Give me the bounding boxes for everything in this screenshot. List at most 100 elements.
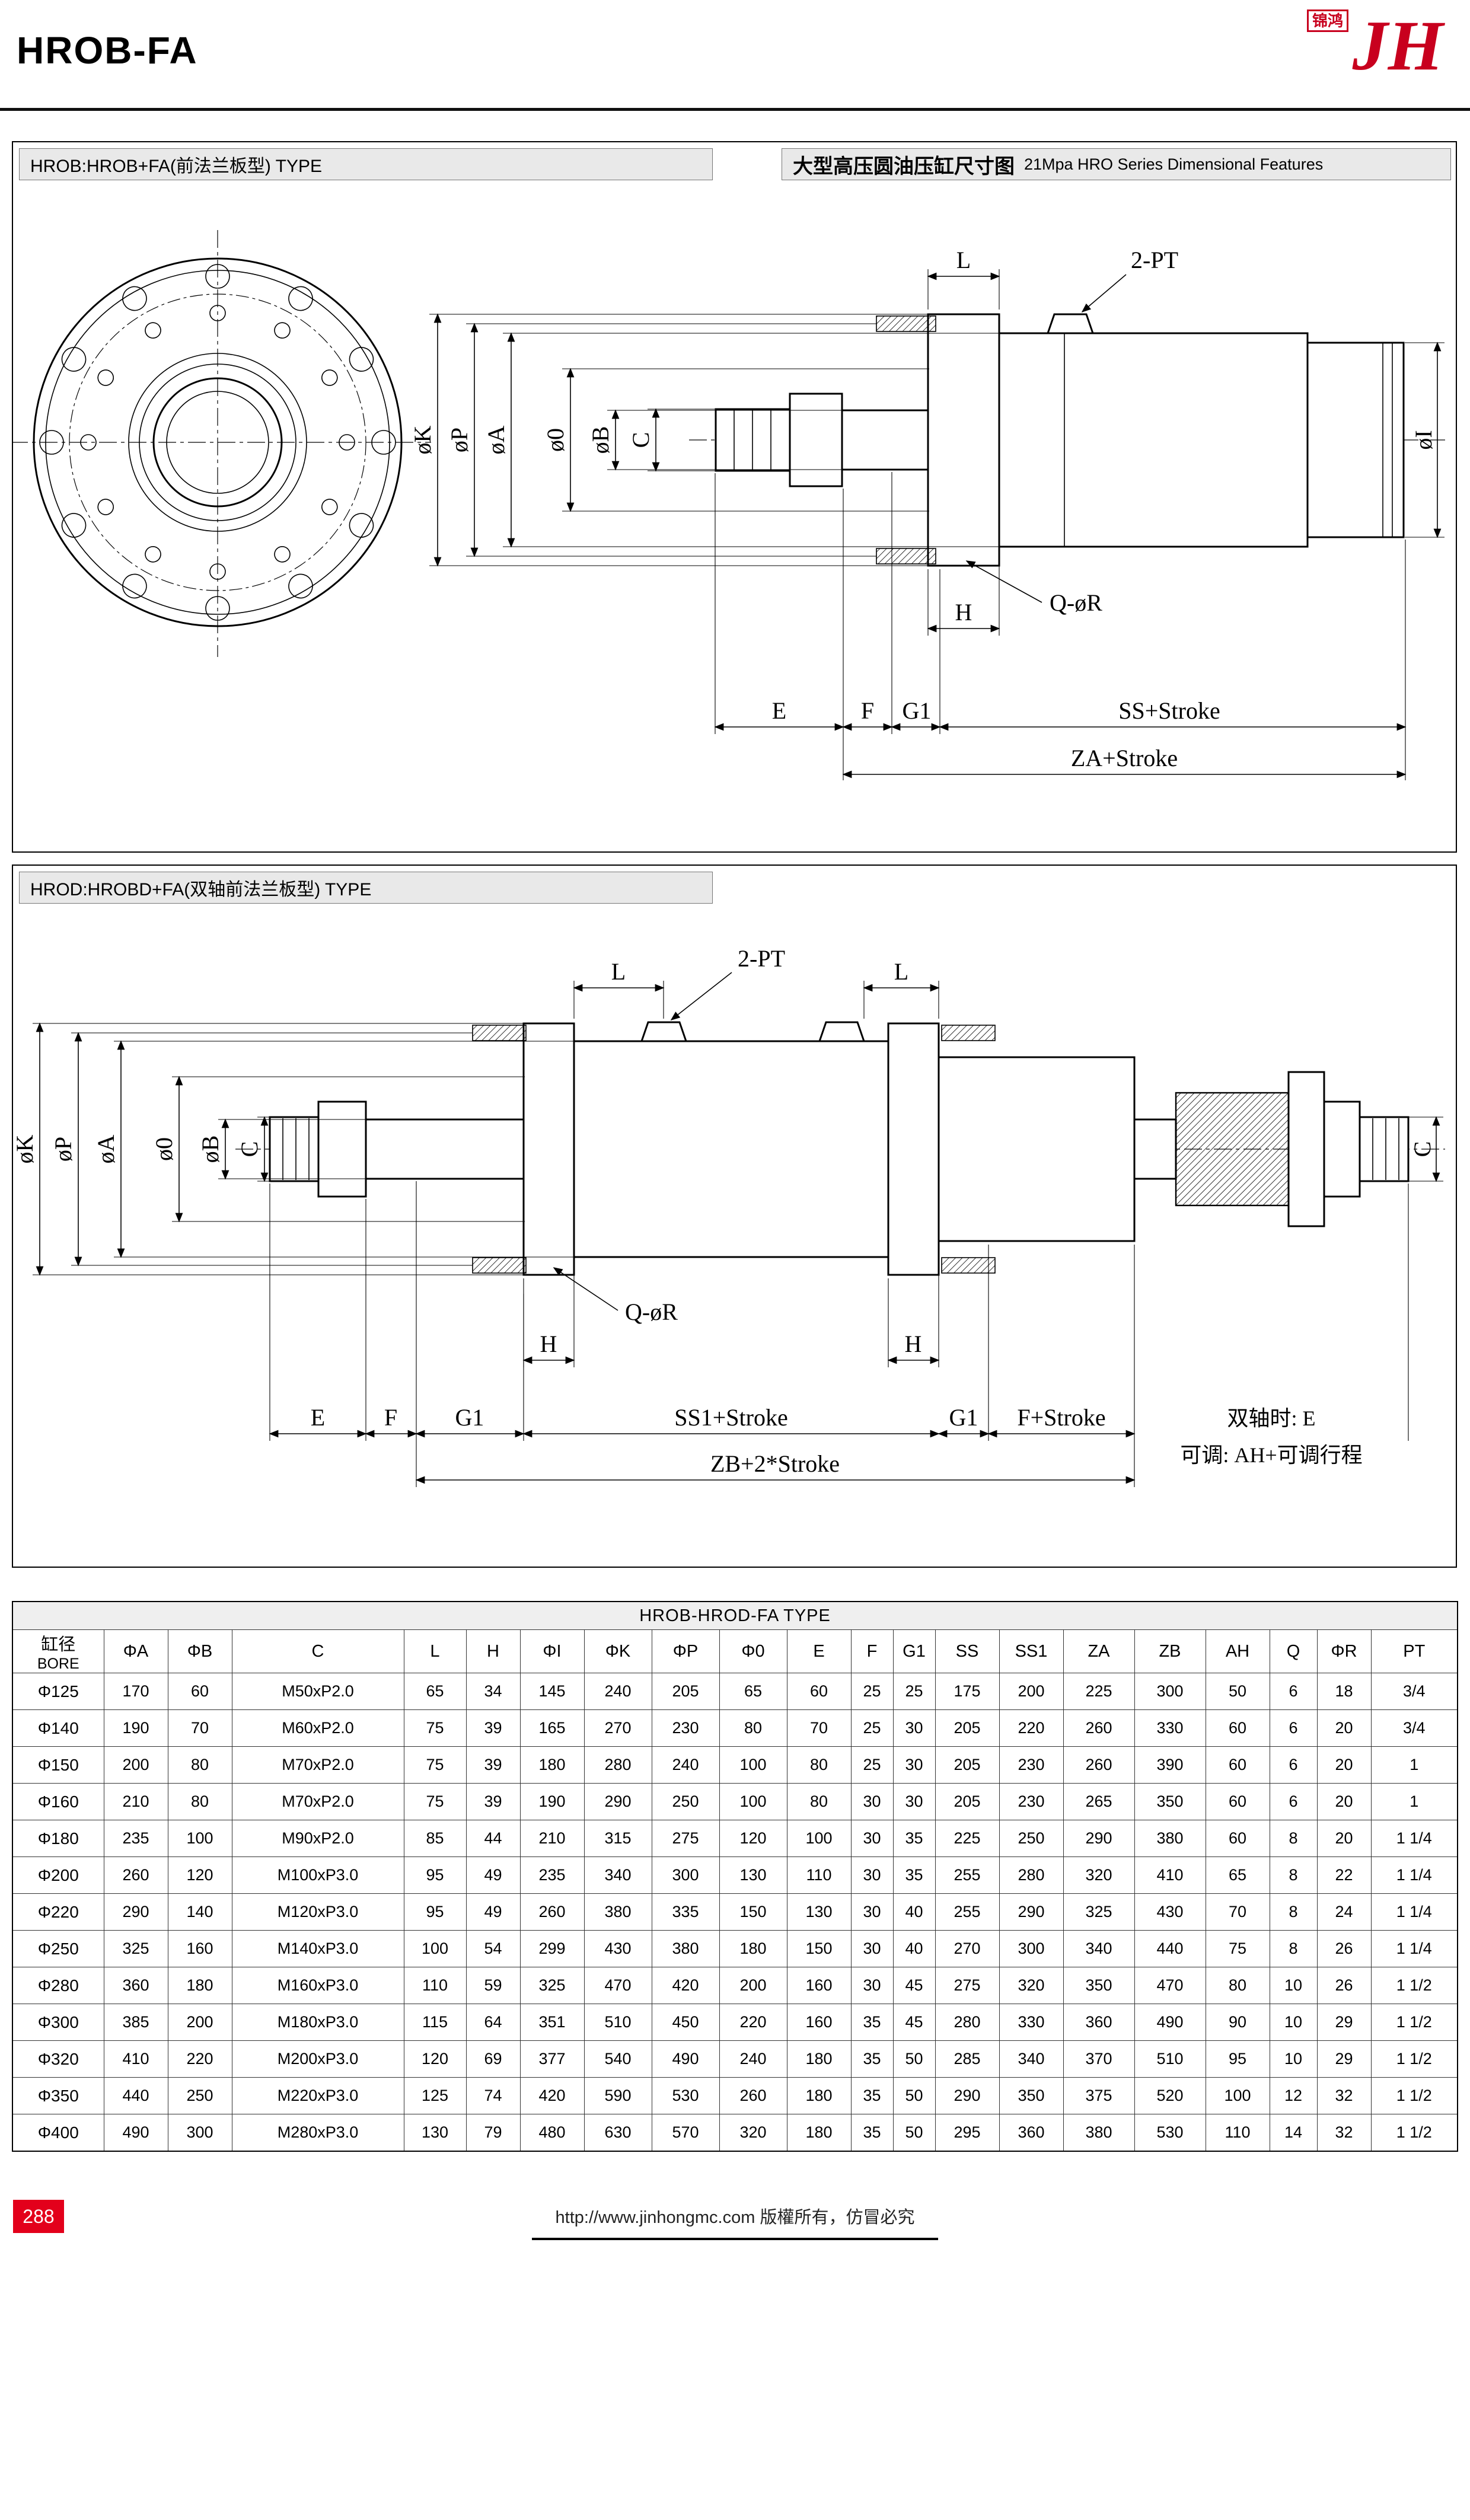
drawing-hrob-fa: øK øP øA ø0 øB C øI L 2-PT Q-øR <box>13 230 1445 780</box>
cell-value: 350 <box>1134 1783 1206 1820</box>
cell-value: M180xP3.0 <box>231 2004 404 2041</box>
bore-label-cn: 缸径 <box>41 1635 76 1654</box>
cell-bore: Φ350 <box>12 2077 104 2114</box>
front-flange-stud-bottom <box>472 1257 527 1274</box>
cell-value: 225 <box>1063 1673 1135 1710</box>
dim-label-QphiR: Q-øR <box>1050 589 1102 616</box>
cell-value: 490 <box>651 2040 720 2078</box>
cell-bore: Φ400 <box>12 2114 104 2152</box>
dim-label-phiP: øP <box>446 428 473 452</box>
cell-value: 44 <box>465 1820 521 1857</box>
column-header-6: ΦK <box>583 1629 652 1673</box>
cell-value: 470 <box>1134 1967 1206 2004</box>
cell-value: 300 <box>167 2114 232 2152</box>
cell-value: 25 <box>850 1709 894 1747</box>
oil-port-front <box>640 1021 688 1042</box>
cell-value: 410 <box>103 2040 168 2078</box>
cell-value: 35 <box>850 2040 894 2078</box>
column-header-1: ΦB <box>167 1629 232 1673</box>
cell-value: 32 <box>1316 2114 1372 2152</box>
brand-logo: 锦鸿 JH <box>1307 8 1443 97</box>
cell-value: 1 1/2 <box>1370 1967 1458 2004</box>
cell-value: 35 <box>892 1820 936 1857</box>
cell-value: 325 <box>103 1930 168 1967</box>
cell-value: M160xP3.0 <box>231 1967 404 2004</box>
cell-value: M50xP2.0 <box>231 1673 404 1710</box>
cell-value: 40 <box>892 1893 936 1931</box>
cell-value: 299 <box>519 1930 585 1967</box>
cell-value: 250 <box>651 1783 720 1820</box>
dim-label-phiA: øA <box>93 1134 119 1163</box>
cell-value: 270 <box>935 1930 1000 1967</box>
cell-value: 315 <box>583 1820 652 1857</box>
cell-value: 380 <box>583 1893 652 1931</box>
column-header-9: E <box>786 1629 852 1673</box>
cell-value: 110 <box>1205 2114 1270 2152</box>
section-hrod-fa: HROD:HROBD+FA(双轴前法兰板型) TYPE <box>12 865 1457 1568</box>
cell-value: 100 <box>1205 2077 1270 2114</box>
cell-value: 470 <box>583 1967 652 2004</box>
cell-value: 6 <box>1269 1746 1318 1784</box>
column-header-11: G1 <box>892 1629 936 1673</box>
cell-value: 30 <box>850 1783 894 1820</box>
dim-label-QphiR: Q-øR <box>625 1299 678 1325</box>
cell-value: 260 <box>1063 1709 1135 1747</box>
cell-value: 205 <box>935 1709 1000 1747</box>
cell-value: 230 <box>651 1709 720 1747</box>
cell-value: 260 <box>719 2077 787 2114</box>
cell-value: 1 <box>1370 1783 1458 1820</box>
cell-value: 39 <box>465 1746 521 1784</box>
cell-value: 45 <box>892 1967 936 2004</box>
cell-value: 10 <box>1269 2004 1318 2041</box>
column-header-3: L <box>403 1629 467 1673</box>
dim-label-F: F <box>384 1404 397 1431</box>
dim-label-C-left: C <box>236 1141 263 1157</box>
cell-value: 1 1/2 <box>1370 2077 1458 2114</box>
cell-value: 39 <box>465 1783 521 1820</box>
cell-value: 380 <box>651 1930 720 1967</box>
cell-value: 30 <box>850 1856 894 1894</box>
cell-value: 290 <box>583 1783 652 1820</box>
flange-stud-bottom <box>876 548 936 564</box>
column-header-18: ΦR <box>1316 1629 1372 1673</box>
dimensions-double: øK øP øA ø0 øB C C L 2-PT L <box>13 945 1443 1487</box>
page-number-badge: 288 <box>13 2200 64 2233</box>
dim-label-SS-stroke: SS+Stroke <box>1118 697 1220 724</box>
cell-value: 100 <box>786 1820 852 1857</box>
cell-value: 75 <box>1205 1930 1270 1967</box>
cell-value: 100 <box>719 1746 787 1784</box>
cell-value: M70xP2.0 <box>231 1746 404 1784</box>
cell-value: 35 <box>892 1856 936 1894</box>
cell-value: 49 <box>465 1856 521 1894</box>
cell-value: 8 <box>1269 1893 1318 1931</box>
cell-value: 175 <box>935 1673 1000 1710</box>
column-header-7: ΦP <box>651 1629 720 1673</box>
cell-value: 95 <box>403 1856 467 1894</box>
dim-label-E: E <box>772 697 786 724</box>
cell-value: 3/4 <box>1370 1709 1458 1747</box>
section2-header: HROD:HROBD+FA(双轴前法兰板型) TYPE <box>19 872 713 904</box>
cell-value: 440 <box>103 2077 168 2114</box>
cell-value: 510 <box>1134 2040 1206 2078</box>
cell-value: 350 <box>999 2077 1064 2114</box>
cell-value: M120xP3.0 <box>231 1893 404 1931</box>
cell-value: 1 <box>1370 1746 1458 1784</box>
cell-value: 280 <box>583 1746 652 1784</box>
cell-value: 8 <box>1269 1856 1318 1894</box>
cell-value: 330 <box>1134 1709 1206 1747</box>
cell-value: 50 <box>892 2077 936 2114</box>
cell-value: 24 <box>1316 1893 1372 1931</box>
column-header-0: ΦA <box>103 1629 168 1673</box>
cell-value: 95 <box>403 1893 467 1931</box>
dim-label-L1: L <box>611 958 626 985</box>
cell-value: 25 <box>892 1673 936 1710</box>
cell-value: 14 <box>1269 2114 1318 2152</box>
cell-value: 240 <box>651 1746 720 1784</box>
cell-value: 115 <box>403 2004 467 2041</box>
cell-value: 25 <box>850 1746 894 1784</box>
cell-value: 70 <box>786 1709 852 1747</box>
cell-value: 490 <box>1134 2004 1206 2041</box>
